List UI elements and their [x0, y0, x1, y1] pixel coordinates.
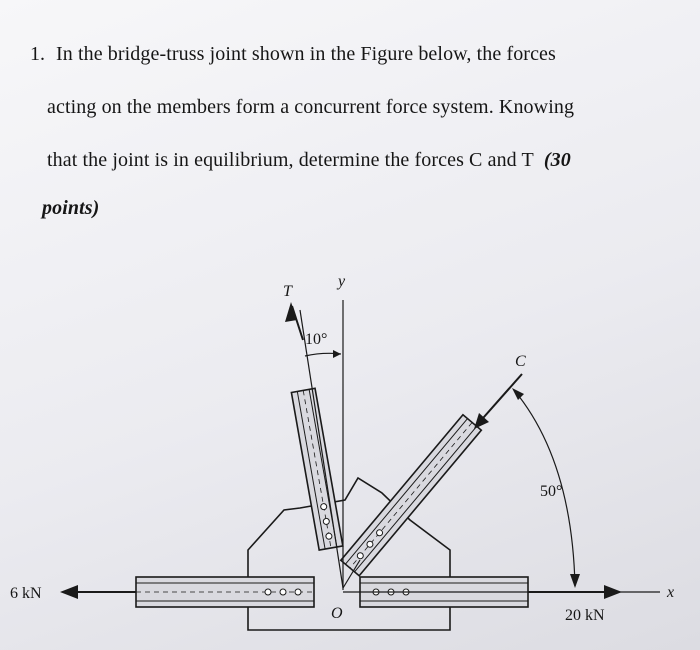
question-line-3-text: that the joint is in equilibrium, determ… [47, 149, 534, 171]
angle-arc-50 [513, 389, 576, 587]
problem-statement: 1. In the bridge-truss joint shown in th… [0, 0, 700, 230]
label-O: O [331, 605, 343, 622]
question-line-1: In the bridge-truss joint shown in the F… [56, 43, 556, 65]
points-close: points) [42, 197, 100, 219]
T-force-arrow [285, 302, 304, 341]
truss-joint-figure: T y C 10° 50° O x 6 kN 20 kN [10, 273, 674, 631]
C-line-of-action [342, 559, 361, 589]
C-force-arrow [474, 373, 523, 429]
T-line-of-action [299, 309, 344, 589]
member-T [290, 387, 344, 552]
question-number: 1. [30, 43, 45, 65]
label-6kN: 6 kN [10, 585, 42, 602]
points-open: (30 [543, 149, 571, 171]
label-x: x [666, 584, 674, 601]
member-C [339, 413, 483, 577]
question-line-3: that the joint is in equilibrium, determ… [47, 149, 571, 172]
question-line-2: acting on the members form a concurrent … [47, 96, 575, 118]
label-angle-10: 10° [305, 331, 327, 348]
label-20kN: 20 kN [565, 607, 605, 624]
label-C: C [515, 353, 526, 370]
label-y: y [336, 273, 346, 290]
label-angle-50: 50° [540, 483, 562, 500]
force-6kN-arrow [60, 585, 136, 599]
force-20kN-arrow [528, 585, 622, 599]
gusset-plate [247, 476, 451, 631]
label-T: T [283, 283, 293, 300]
bottom-chord-left [135, 576, 315, 608]
